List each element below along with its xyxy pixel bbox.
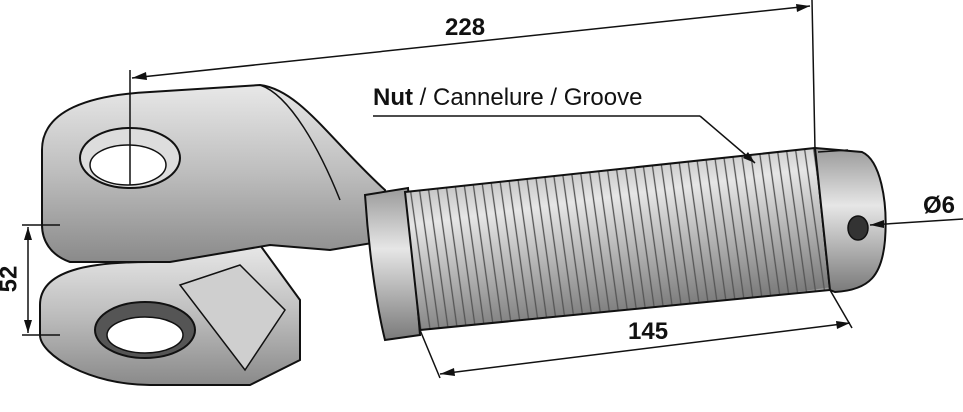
groove-label-rest: / Cannelure / Groove xyxy=(412,84,643,111)
dimension-thread-length: 145 xyxy=(628,318,669,345)
upper-fork-body xyxy=(41,83,392,263)
dimension-fork-gap: 52 xyxy=(0,265,23,293)
dimension-overall-length: 228 xyxy=(445,14,486,41)
dimension-lines xyxy=(22,0,963,379)
groove-label: Nut / Cannelure / Groove xyxy=(373,84,642,112)
dimension-pin-hole: Ø6 xyxy=(923,192,956,219)
dimension-arrows xyxy=(24,4,884,376)
groove-label-bold: Nut xyxy=(373,84,413,111)
collar xyxy=(363,186,422,342)
lower-fork-arm xyxy=(39,243,301,386)
threaded-rod xyxy=(403,146,887,332)
